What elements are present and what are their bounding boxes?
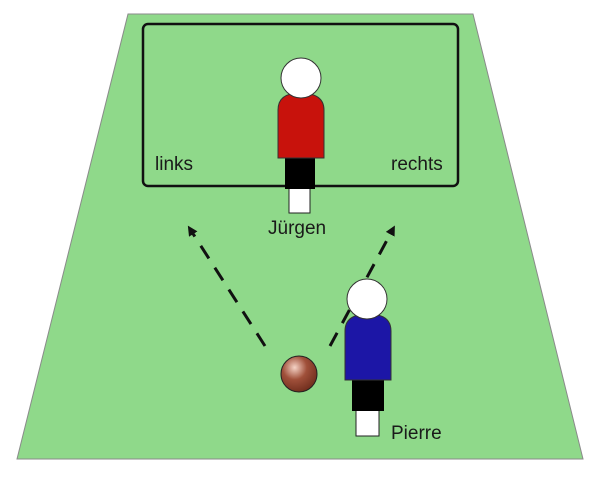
goalkeeper-shirt [277, 92, 325, 159]
goalkeeper-socks [288, 185, 311, 214]
shooter-shirt [344, 313, 392, 381]
goal-right-label: rechts [391, 154, 443, 175]
shooter-name: Pierre [391, 423, 442, 444]
goalkeeper-shorts [285, 155, 315, 189]
ball [280, 355, 318, 393]
shooter-head [346, 278, 388, 320]
goal-left-label: links [155, 154, 193, 175]
shooter-figure [344, 278, 392, 437]
goalkeeper-figure [277, 57, 325, 214]
shot-arrow-left [187, 225, 267, 347]
shooter-shorts [352, 377, 384, 411]
goalkeeper-name: Jürgen [268, 218, 326, 239]
pitch [16, 13, 584, 460]
goalkeeper-head [280, 57, 322, 99]
